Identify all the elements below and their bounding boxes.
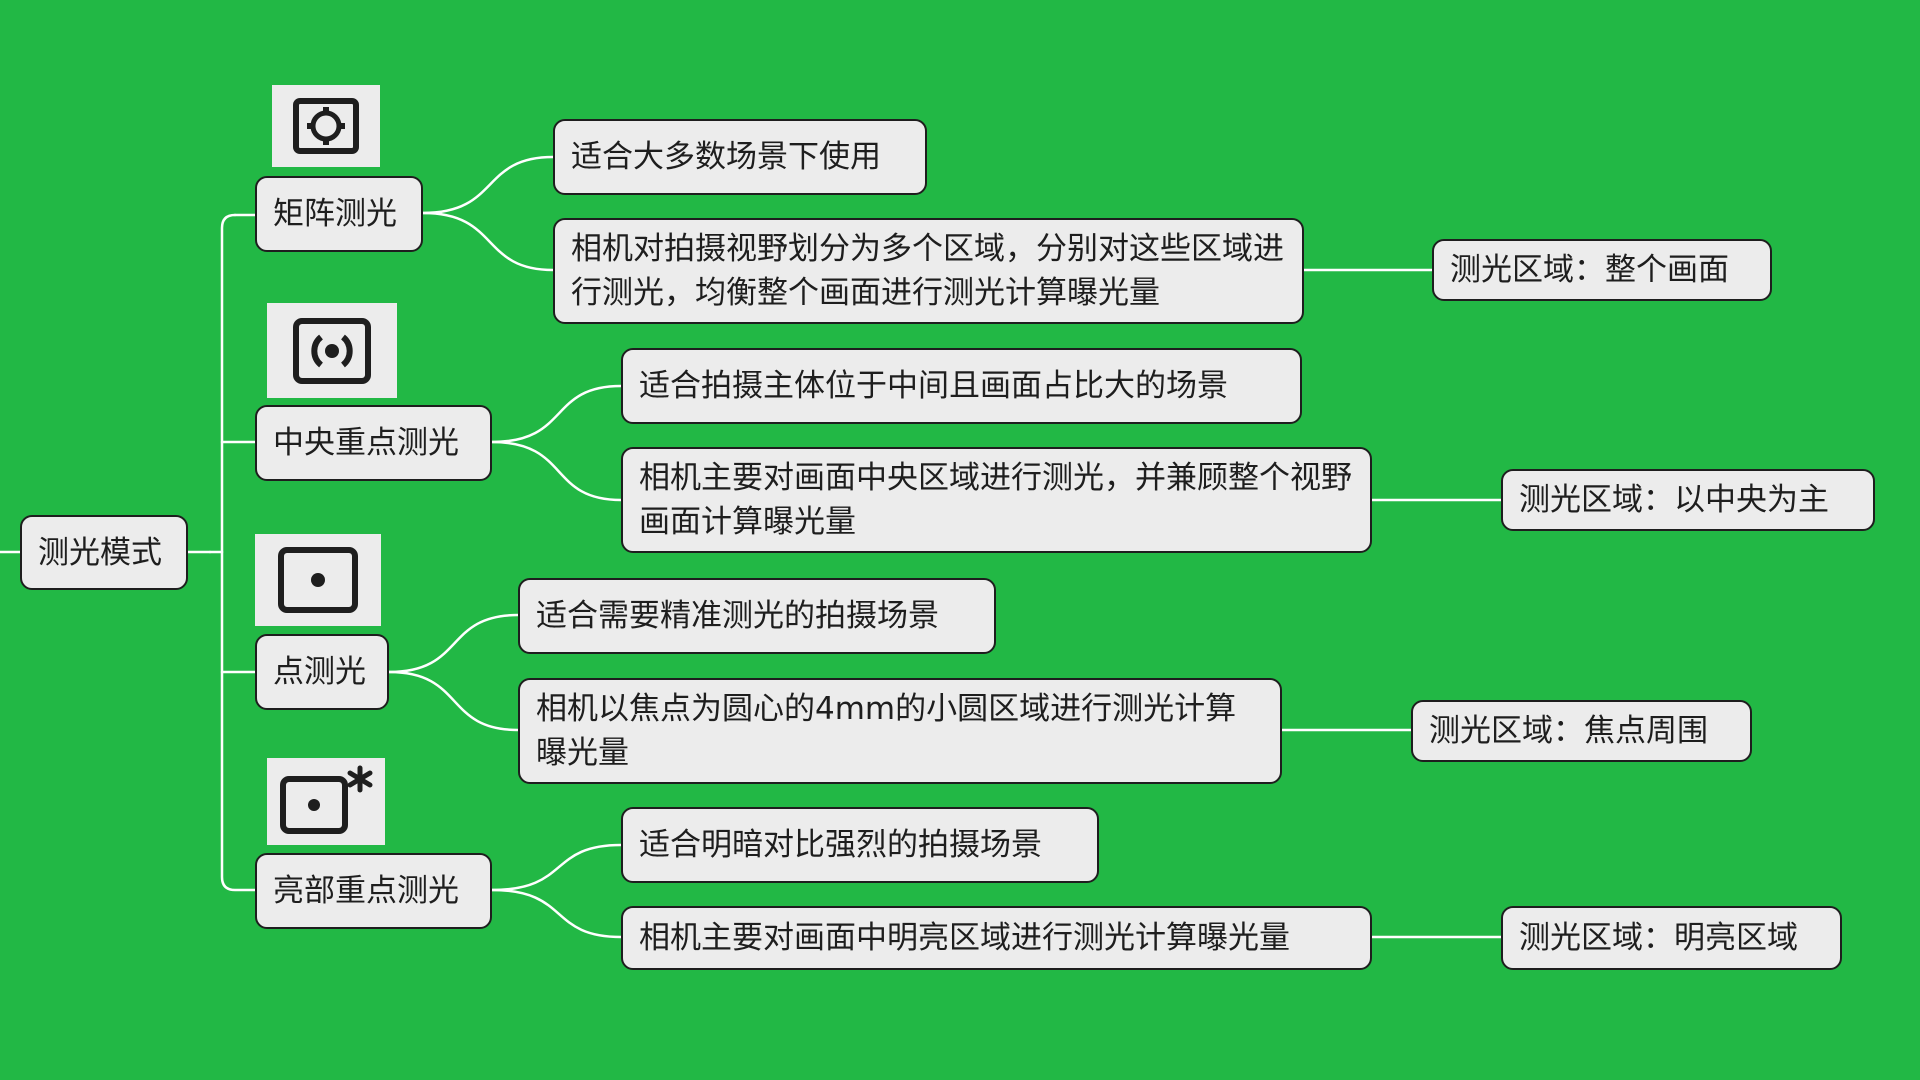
usage-node-matrix[interactable]: 适合大多数场景下使用 <box>553 119 927 195</box>
area-text: 测光区域：以中央为主 <box>1519 482 1829 518</box>
area-text: 测光区域：焦点周围 <box>1429 713 1708 749</box>
usage-node-spot[interactable]: 适合需要精准测光的拍摄场景 <box>518 578 996 654</box>
description-text: 相机主要对画面中央区域进行测光，并兼顾整个视野画面计算曝光量 <box>639 460 1352 540</box>
spot-metering-icon-box <box>255 534 381 626</box>
description-node-matrix[interactable]: 相机对拍摄视野划分为多个区域，分别对这些区域进行测光，均衡整个画面进行测光计算曝… <box>553 218 1304 324</box>
center-weighted-metering-icon <box>293 317 371 384</box>
branch-label: 亮部重点测光 <box>273 873 459 909</box>
usage-text: 适合拍摄主体位于中间且画面占比大的场景 <box>639 368 1228 404</box>
branch-label: 中央重点测光 <box>273 425 459 461</box>
usage-text: 适合需要精准测光的拍摄场景 <box>536 598 939 634</box>
description-text: 相机以焦点为圆心的4mm的小圆区域进行测光计算曝光量 <box>536 691 1237 771</box>
usage-text: 适合明暗对比强烈的拍摄场景 <box>639 827 1042 863</box>
area-node-center-weighted[interactable]: 测光区域：以中央为主 <box>1501 469 1875 531</box>
usage-node-center-weighted[interactable]: 适合拍摄主体位于中间且画面占比大的场景 <box>621 348 1302 424</box>
description-text: 相机对拍摄视野划分为多个区域，分别对这些区域进行测光，均衡整个画面进行测光计算曝… <box>571 231 1284 311</box>
highlight-weighted-metering-icon-box <box>267 758 385 845</box>
usage-text: 适合大多数场景下使用 <box>571 139 881 175</box>
matrix-metering-icon <box>293 98 359 154</box>
spot-metering-icon <box>278 547 358 613</box>
branch-label: 矩阵测光 <box>273 196 397 232</box>
description-node-center-weighted[interactable]: 相机主要对画面中央区域进行测光，并兼顾整个视野画面计算曝光量 <box>621 447 1372 553</box>
area-node-matrix[interactable]: 测光区域：整个画面 <box>1432 239 1772 301</box>
area-node-spot[interactable]: 测光区域：焦点周围 <box>1411 700 1752 762</box>
area-text: 测光区域：明亮区域 <box>1519 920 1798 956</box>
matrix-metering-icon-box <box>272 85 380 167</box>
highlight-weighted-metering-icon <box>280 765 373 834</box>
description-text: 相机主要对画面中明亮区域进行测光计算曝光量 <box>639 920 1290 956</box>
center-weighted-metering-icon-box <box>267 303 397 398</box>
branch-node-highlight-weighted[interactable]: 亮部重点测光 <box>255 853 492 929</box>
area-text: 测光区域：整个画面 <box>1450 252 1729 288</box>
usage-node-highlight-weighted[interactable]: 适合明暗对比强烈的拍摄场景 <box>621 807 1099 883</box>
branch-node-center-weighted[interactable]: 中央重点测光 <box>255 405 492 481</box>
root-label: 测光模式 <box>38 534 162 571</box>
description-node-spot[interactable]: 相机以焦点为圆心的4mm的小圆区域进行测光计算曝光量 <box>518 678 1282 784</box>
area-node-highlight-weighted[interactable]: 测光区域：明亮区域 <box>1501 906 1842 970</box>
description-node-highlight-weighted[interactable]: 相机主要对画面中明亮区域进行测光计算曝光量 <box>621 906 1372 970</box>
branch-node-matrix[interactable]: 矩阵测光 <box>255 176 423 252</box>
branch-label: 点测光 <box>273 654 366 690</box>
branch-node-spot[interactable]: 点测光 <box>255 634 389 710</box>
root-node[interactable]: 测光模式 <box>20 515 188 590</box>
